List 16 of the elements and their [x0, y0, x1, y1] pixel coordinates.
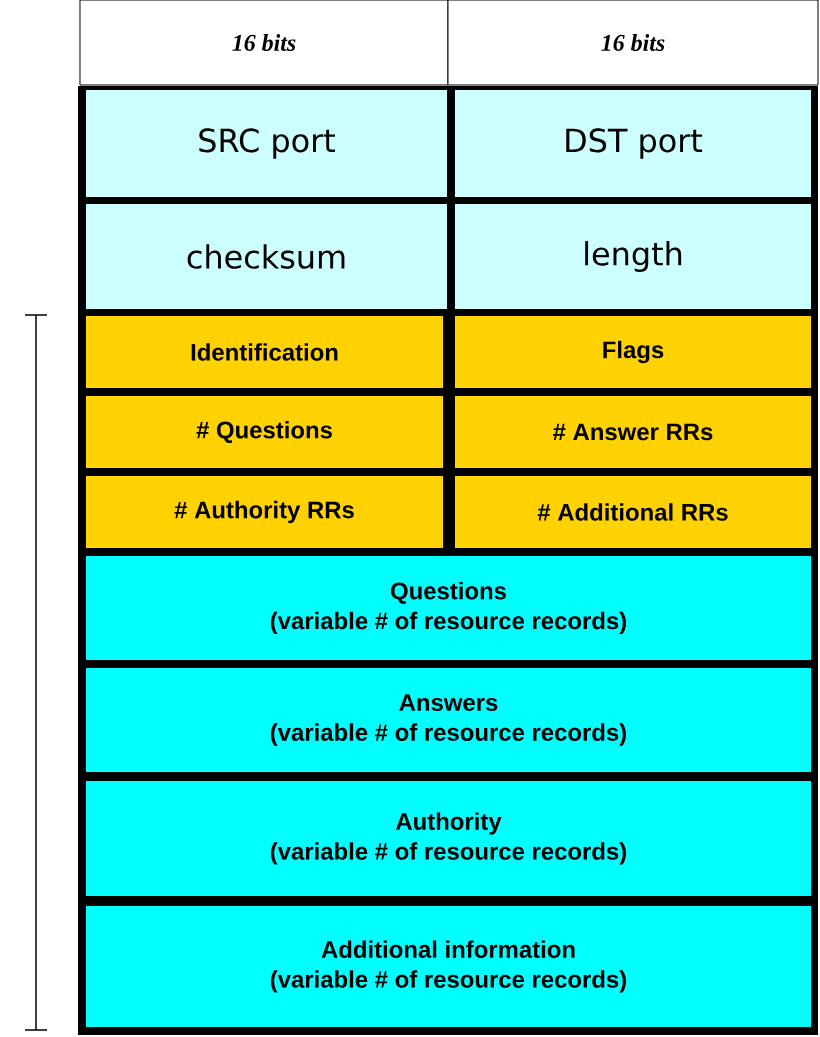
header-cell: 16 bits [447, 0, 819, 86]
header-cell: 16 bits [79, 0, 449, 86]
section-cell: Answers (variable # of resource records) [86, 668, 811, 772]
field-cell: checksum [86, 204, 447, 309]
field-cell: # Authority RRs [86, 476, 443, 548]
section-cell: Questions (variable # of resource records) [86, 556, 811, 660]
field-cell: # Additional RRs [455, 476, 811, 548]
section-cell: Authority (variable # of resource records) [86, 781, 811, 896]
field-cell: DST port [455, 90, 811, 197]
field-cell: length [455, 204, 811, 309]
section-cell: Additional information (variable # of resource records) [86, 906, 811, 1027]
field-cell: SRC port [86, 90, 447, 197]
field-cell: # Questions [86, 396, 443, 468]
field-cell: # Answer RRs [455, 396, 811, 468]
field-cell: Flags [455, 316, 811, 388]
field-cell: Identification [86, 316, 443, 388]
